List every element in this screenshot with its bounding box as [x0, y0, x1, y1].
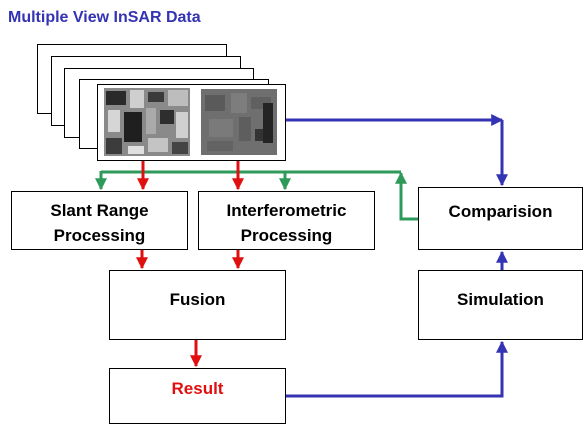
interferometric-label-line2: Processing	[240, 226, 333, 245]
comparison-box: Comparision	[418, 187, 583, 250]
diagram-title: Multiple View InSAR Data	[8, 9, 201, 26]
sar-amplitude-image	[104, 88, 190, 156]
result-label: Result	[171, 379, 224, 398]
sar-interferogram-image	[201, 89, 277, 155]
simulation-box: Simulation	[418, 270, 583, 340]
fusion-label: Fusion	[169, 290, 226, 309]
simulation-label: Simulation	[457, 290, 544, 309]
comparison-label: Comparision	[448, 202, 553, 221]
blue-line-result-to-simulation	[286, 340, 508, 398]
slant-range-processing-box: Slant Range Processing	[11, 191, 188, 250]
fusion-box: Fusion	[109, 270, 286, 340]
slant-range-label-line2: Processing	[53, 226, 146, 245]
interferometric-processing-box: Interferometric Processing	[198, 191, 375, 250]
green-line-from-comparison	[395, 171, 418, 221]
interferometric-label-line1: Interferometric	[226, 201, 347, 220]
slant-range-label-line1: Slant Range	[50, 201, 149, 220]
